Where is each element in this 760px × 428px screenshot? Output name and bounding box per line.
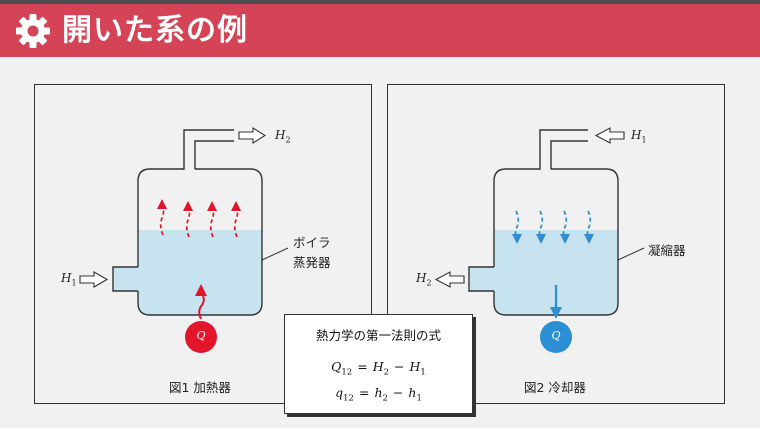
figure2-caption: 図2 冷却器 <box>524 380 586 395</box>
inlet-arrow-icon <box>79 271 109 288</box>
steam-arrows <box>159 204 239 238</box>
heat-output-circle <box>540 321 572 353</box>
outlet-enthalpy-label: H2 <box>416 271 432 288</box>
top-border <box>0 0 760 4</box>
heat-q-label: Q <box>196 329 206 342</box>
page-title: 開いた系の例 <box>62 13 248 48</box>
outlet-arrow-icon <box>238 127 267 144</box>
first-law-formula-box: 熱力学の第一法則の式 Q12=H2−H1 q12=h2−h1 <box>284 314 473 414</box>
inlet-enthalpy-label: H1 <box>631 128 647 145</box>
formula-title: 熱力学の第一法則の式 <box>315 328 441 343</box>
title-bar: 開いた系の例 <box>0 4 760 57</box>
formula-equation-2: q12=h2−h1 <box>335 385 422 404</box>
heat-input-circle <box>185 321 217 353</box>
outlet-enthalpy-label: H2 <box>275 128 291 145</box>
formula-equation-1: Q12=H2−H1 <box>331 359 426 378</box>
figure1-caption: 図1 加熱器 <box>169 380 231 395</box>
condenser-label: 凝縮器 <box>648 243 686 258</box>
heater-diagram <box>79 127 289 353</box>
heat-q-label: Q <box>551 329 561 342</box>
inlet-enthalpy-label: H1 <box>61 271 77 288</box>
cooler-diagram <box>434 127 645 353</box>
boiler-label: ボイラ <box>293 235 331 250</box>
inlet-arrow-icon <box>594 127 625 144</box>
outlet-arrow-icon <box>434 271 465 288</box>
gear-icon <box>16 14 50 48</box>
evaporator-label: 蒸発器 <box>293 255 331 270</box>
